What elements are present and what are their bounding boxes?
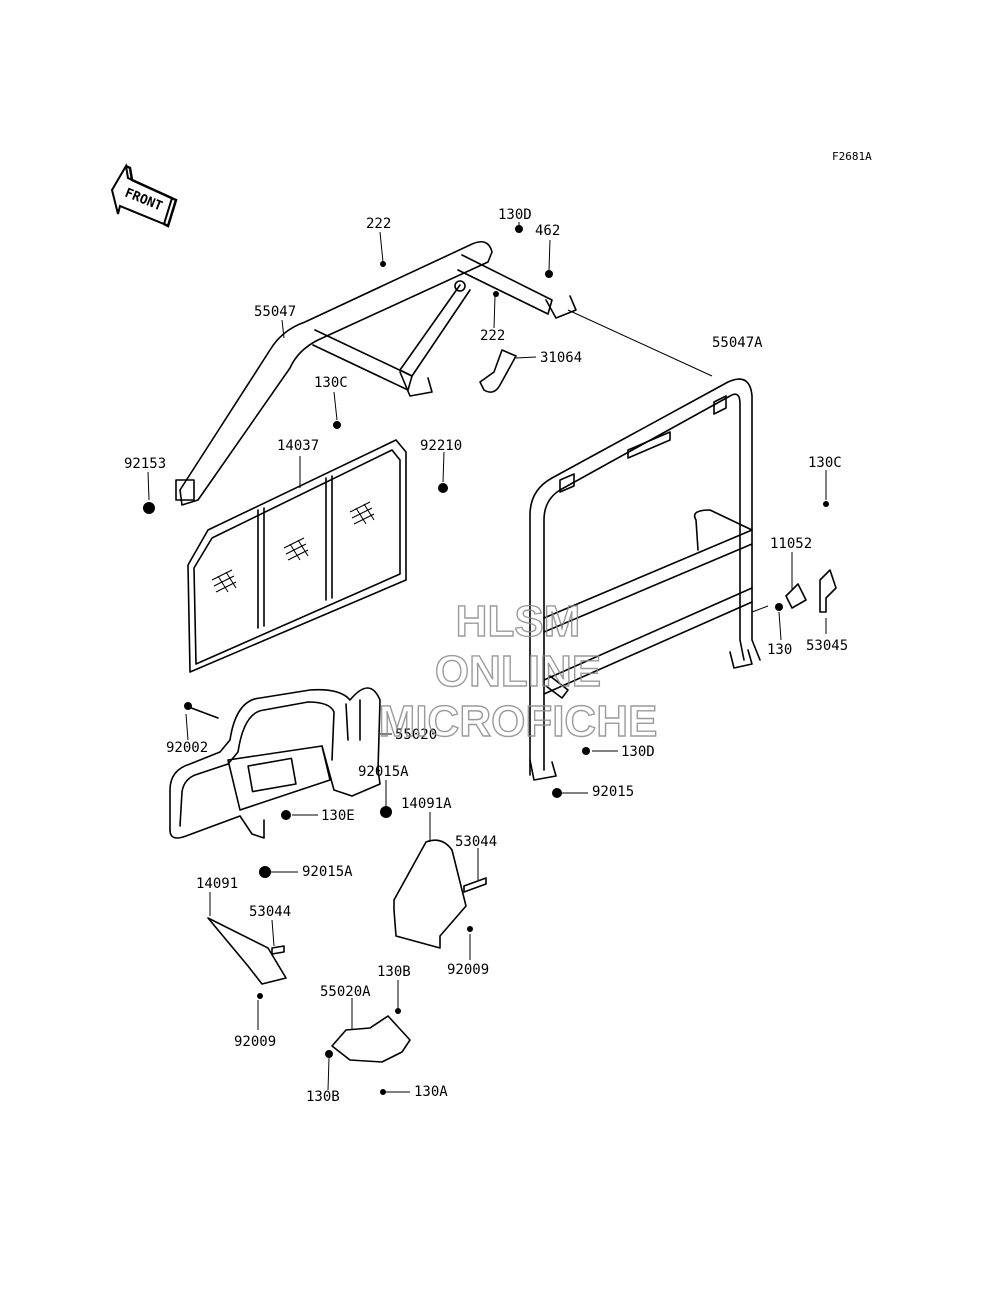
watermark-line1: HLSM bbox=[456, 597, 581, 646]
part-label-92210: 92210 bbox=[420, 438, 462, 454]
bracket-11052 bbox=[785, 583, 807, 609]
part-label-130E: 130E bbox=[321, 808, 355, 824]
figure-code: F2681A bbox=[832, 150, 872, 163]
watermark-line2: ONLINE bbox=[435, 647, 601, 696]
part-label-130: 130 bbox=[767, 642, 792, 658]
clip-53044-left bbox=[271, 945, 285, 955]
watermark-line3: MICROFICHE bbox=[379, 697, 658, 746]
part-label-130B-bottom: 130B bbox=[306, 1089, 340, 1105]
part-label-130D: 130D bbox=[498, 207, 532, 223]
part-label-130B: 130B bbox=[377, 964, 411, 980]
screen-14037 bbox=[187, 439, 407, 673]
part-label-53045: 53045 bbox=[806, 638, 848, 654]
bracket-55020A bbox=[331, 1015, 411, 1063]
part-label-92009: 92009 bbox=[447, 962, 489, 978]
clip-53044-right bbox=[463, 877, 487, 893]
part-label-130D-mid: 130D bbox=[621, 744, 655, 760]
part-label-462: 462 bbox=[535, 223, 560, 239]
strap-31064 bbox=[479, 349, 517, 393]
front-arrow-icon: FRONT bbox=[110, 163, 178, 228]
part-label-14091A: 14091A bbox=[401, 796, 452, 812]
part-label-11052: 11052 bbox=[770, 536, 812, 552]
cab-frame-55047A bbox=[529, 378, 761, 781]
part-label-53044-left: 53044 bbox=[249, 904, 291, 920]
part-label-92009-left: 92009 bbox=[234, 1034, 276, 1050]
part-label-222: 222 bbox=[366, 216, 391, 232]
part-label-222-mid: 222 bbox=[480, 328, 505, 344]
part-label-130C-right: 130C bbox=[808, 455, 842, 471]
plate-14091A bbox=[393, 839, 467, 949]
part-label-14091: 14091 bbox=[196, 876, 238, 892]
part-label-55047A: 55047A bbox=[712, 335, 763, 351]
part-label-55020: 55020 bbox=[395, 727, 437, 743]
part-label-55020A: 55020A bbox=[320, 984, 371, 1000]
part-label-55047: 55047 bbox=[254, 304, 296, 320]
part-label-14037: 14037 bbox=[277, 438, 319, 454]
roof-frame-55047 bbox=[175, 240, 577, 506]
bumper-55020 bbox=[169, 687, 381, 839]
part-label-92153: 92153 bbox=[124, 456, 166, 472]
part-label-130A: 130A bbox=[414, 1084, 448, 1100]
watermark: HLSM ONLINE MICROFICHE bbox=[378, 596, 658, 746]
part-label-92002: 92002 bbox=[166, 740, 208, 756]
bracket-53045 bbox=[819, 569, 837, 613]
part-label-92015A: 92015A bbox=[358, 764, 409, 780]
part-label-92015A-bottom: 92015A bbox=[302, 864, 353, 880]
part-label-92015: 92015 bbox=[592, 784, 634, 800]
leader-lines bbox=[147, 222, 827, 1093]
part-label-31064: 31064 bbox=[540, 350, 582, 366]
bolt-icon bbox=[143, 225, 829, 1095]
part-label-53044: 53044 bbox=[455, 834, 497, 850]
plate-14091 bbox=[207, 917, 287, 985]
part-label-130C: 130C bbox=[314, 375, 348, 391]
bolt-92002 bbox=[185, 705, 219, 719]
